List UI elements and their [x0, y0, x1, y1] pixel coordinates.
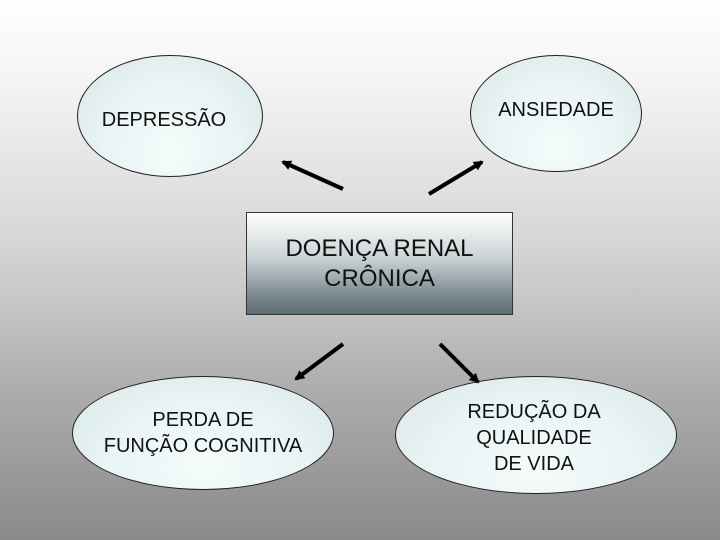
node-reducao-line3: DE VIDA [493, 453, 574, 475]
node-reducao-line2: QUALIDADE [476, 427, 592, 449]
node-perda-line2: FUNÇÃO COGNITIVA [103, 435, 303, 457]
node-ansiedade: ANSIEDADE [470, 55, 642, 172]
center-node-line2: CRÔNICA [324, 264, 435, 292]
node-depressao-label: DEPRESSÃO [101, 109, 227, 131]
node-reducao-line1: REDUÇÃO DA [467, 401, 601, 423]
node-ansiedade-label: ANSIEDADE [498, 98, 614, 121]
node-perda-funcao-cognitiva: PERDA DE FUNÇÃO COGNITIVA [72, 376, 334, 490]
center-node-line1: DOENÇA RENAL [285, 234, 474, 262]
node-reducao-qualidade-vida: REDUÇÃO DA QUALIDADE DE VIDA [395, 376, 677, 494]
arrow-to-reducao [438, 342, 480, 384]
arrow-to-depressao [281, 160, 344, 191]
arrow-to-perda [294, 342, 345, 381]
center-node-doenca-renal-cronica: DOENÇA RENAL CRÔNICA [246, 212, 513, 315]
node-depressao: DEPRESSÃO [77, 55, 263, 177]
node-perda-line1: PERDA DE [152, 409, 254, 431]
arrow-to-ansiedade [427, 160, 484, 196]
